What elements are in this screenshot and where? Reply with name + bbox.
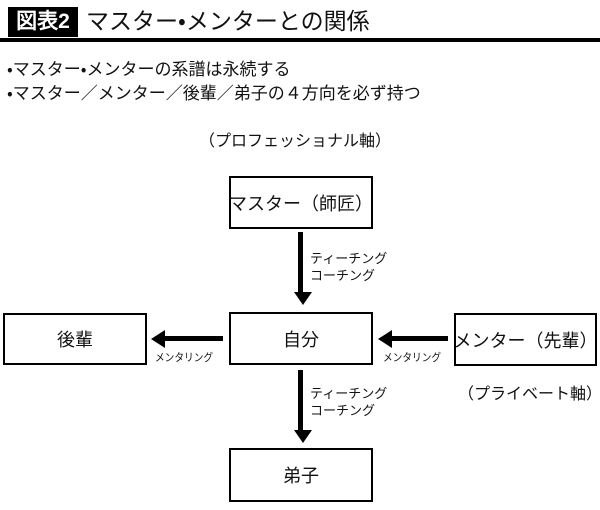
arrow-mentor-to-self-head <box>378 330 392 348</box>
arrow-label-mentoring-left: メンタリング <box>155 352 214 364</box>
arrow-label-line: コーチング <box>310 403 376 418</box>
arrow-master-to-self-head <box>294 292 312 305</box>
bullet-list: ・マスター・メンターの系譜は永続する ・マスター／メンター／後輩／弟子の４方向を… <box>7 58 587 106</box>
node-self: 自分 <box>229 312 373 365</box>
node-mentor: メンター（先輩） <box>453 313 598 366</box>
arrow-self-to-kouhai-shaft <box>165 336 223 341</box>
bullet-item: ・マスター／メンター／後輩／弟子の４方向を必ず持つ <box>7 84 421 103</box>
bullet-item: ・マスター・メンターの系譜は永続する <box>7 60 291 79</box>
arrow-label-line: コーチング <box>310 268 376 283</box>
node-kouhai: 後輩 <box>3 313 147 365</box>
arrow-label-teaching-coaching-bottom: ティーチング コーチング <box>310 385 387 419</box>
node-self-label: 自分 <box>283 329 319 350</box>
figure-header: 図表2 マスター・メンターとの関係 <box>0 0 600 42</box>
node-master-label: マスター（師匠） <box>229 193 373 214</box>
arrow-mentor-to-self-shaft <box>392 336 448 341</box>
private-axis-label: （プライベート軸） <box>458 386 600 403</box>
node-kouhai-label: 後輩 <box>57 330 93 350</box>
node-deshi-label: 弟子 <box>283 466 319 486</box>
arrow-label-line: ティーチング <box>310 251 388 266</box>
arrow-label-teaching-coaching-top: ティーチング コーチング <box>310 250 387 284</box>
arrow-self-to-kouhai-head <box>151 330 165 348</box>
node-mentor-label: メンター（先輩） <box>453 330 598 351</box>
figure-number-badge: 図表2 <box>8 7 78 37</box>
node-deshi: 弟子 <box>229 448 373 502</box>
node-master: マスター（師匠） <box>229 176 373 229</box>
header-divider <box>0 38 600 42</box>
arrow-self-to-deshi-head <box>294 430 312 443</box>
arrow-label-line: ティーチング <box>310 386 388 401</box>
arrow-self-to-deshi-shaft <box>298 370 303 432</box>
arrow-master-to-self-shaft <box>298 232 303 294</box>
arrow-label-mentoring-right: メンタリング <box>383 352 442 364</box>
figure-title: マスター・メンターとの関係 <box>86 8 370 34</box>
professional-axis-label: （プロフェッショナル軸） <box>199 133 392 150</box>
